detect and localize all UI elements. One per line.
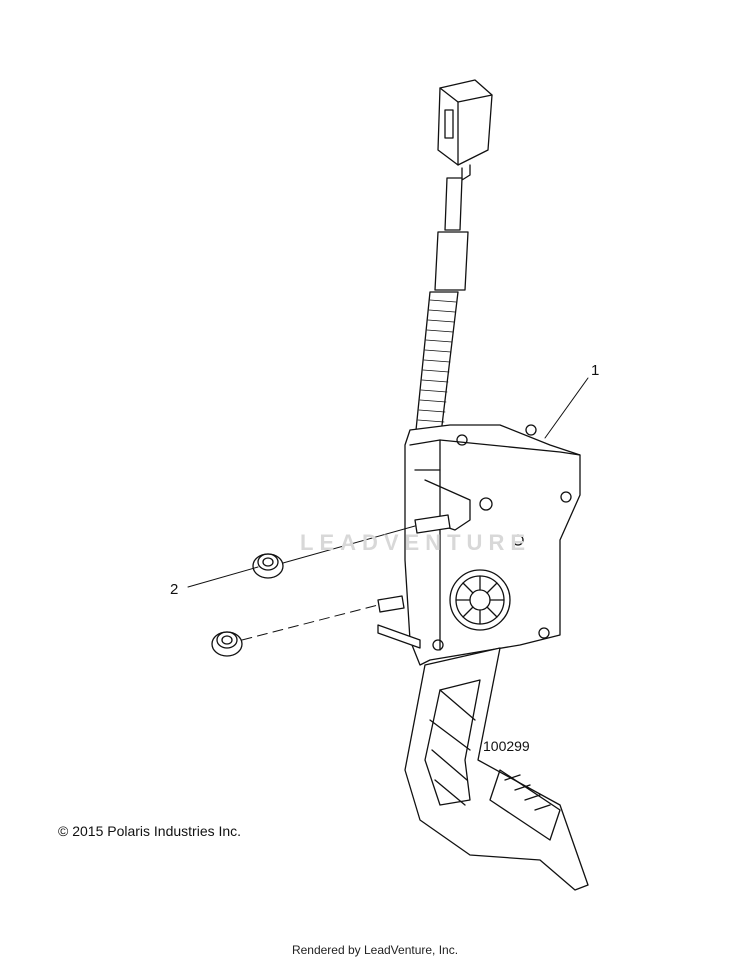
leader-line-2 [187, 566, 259, 588]
pedal-arm [404, 647, 589, 891]
flange-nut-upper [252, 553, 284, 579]
callout-part-2: 2 [170, 581, 179, 598]
leader-line-1 [544, 377, 589, 439]
connector-plug [437, 79, 493, 181]
copyright-text: © 2015 Polaris Industries Inc. [58, 823, 242, 839]
footer-credit: Rendered by LeadVenture, Inc. [291, 943, 459, 957]
assembly-line-upper [282, 525, 416, 564]
studs [377, 514, 451, 613]
assembly-line-lower [241, 604, 379, 641]
cable [414, 177, 469, 443]
figure-id: 100299 [483, 738, 530, 754]
callout-part-1: 1 [591, 362, 600, 379]
sensor-rotor [449, 569, 511, 631]
flange-nut-lower [211, 631, 243, 657]
pedal-housing [377, 424, 581, 666]
watermark: LEADVENTURE [300, 530, 532, 555]
